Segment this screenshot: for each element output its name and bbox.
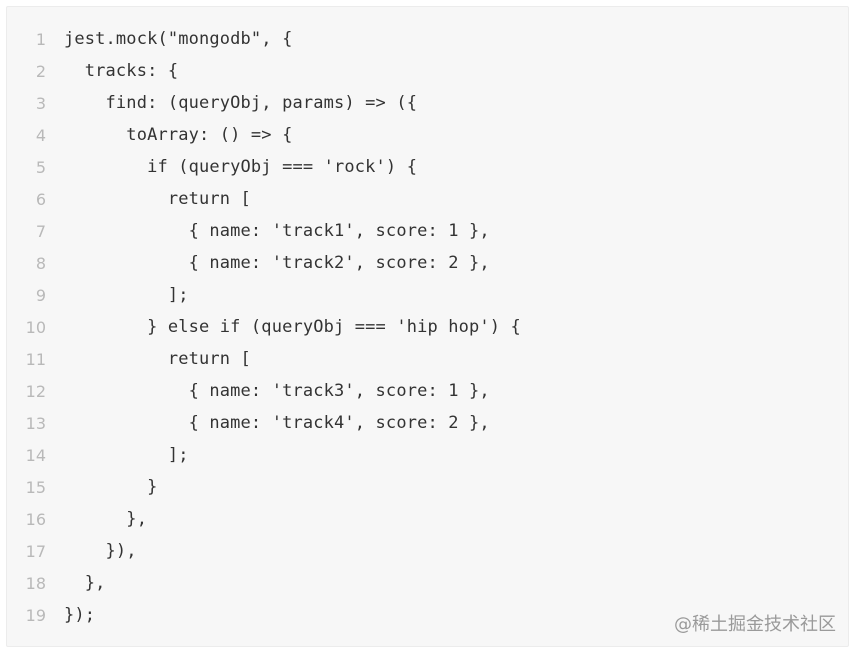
line-number: 13	[25, 413, 46, 433]
code-text: });	[64, 605, 96, 625]
code-line: 2 tracks: {	[7, 55, 848, 87]
code-text: } else if (queryObj === 'hip hop') {	[64, 317, 521, 337]
code-line: 9 ];	[7, 279, 848, 311]
line-number: 14	[25, 445, 46, 465]
code-line: 14 ];	[7, 439, 848, 471]
code-text: ];	[64, 285, 189, 305]
code-text: if (queryObj === 'rock') {	[64, 157, 418, 177]
line-number: 9	[35, 285, 46, 305]
line-number: 16	[25, 509, 46, 529]
line-number: 10	[25, 317, 46, 337]
code-text: tracks: {	[64, 61, 179, 81]
line-number: 12	[25, 381, 46, 401]
code-text: ];	[64, 445, 189, 465]
line-number: 2	[35, 61, 46, 81]
code-text: find: (queryObj, params) => ({	[64, 93, 418, 113]
code-text: return [	[64, 349, 251, 369]
code-line: 15 }	[7, 471, 848, 503]
code-lines: 1 jest.mock("mongodb", { 2 tracks: { 3 fi…	[7, 23, 848, 631]
code-line: 4 toArray: () => {	[7, 119, 848, 151]
code-line: 13 { name: 'track4', score: 2 },	[7, 407, 848, 439]
code-text: { name: 'track4', score: 2 },	[64, 413, 490, 433]
code-line: 19});	[7, 599, 848, 631]
code-text: }	[64, 477, 158, 497]
code-text: },	[64, 509, 148, 529]
code-line: 1 jest.mock("mongodb", {	[7, 23, 848, 55]
code-line: 8 { name: 'track2', score: 2 },	[7, 247, 848, 279]
code-line: 16 },	[7, 503, 848, 535]
code-line: 18 },	[7, 567, 848, 599]
code-line: 6 return [	[7, 183, 848, 215]
code-text: },	[64, 573, 106, 593]
code-text: jest.mock("mongodb", {	[64, 29, 293, 49]
code-text: { name: 'track2', score: 2 },	[64, 253, 490, 273]
line-number: 5	[35, 157, 46, 177]
code-text: }),	[64, 541, 137, 561]
code-line: 11 return [	[7, 343, 848, 375]
line-number: 18	[25, 573, 46, 593]
code-text: return [	[64, 189, 251, 209]
line-number: 15	[25, 477, 46, 497]
code-line: 10 } else if (queryObj === 'hip hop') {	[7, 311, 848, 343]
line-number: 17	[25, 541, 46, 561]
code-line: 17 }),	[7, 535, 848, 567]
line-number: 11	[25, 349, 46, 369]
code-block: 1 jest.mock("mongodb", { 2 tracks: { 3 fi…	[6, 6, 849, 647]
line-number: 4	[35, 125, 46, 145]
code-text: { name: 'track1', score: 1 },	[64, 221, 490, 241]
line-number: 7	[35, 221, 46, 241]
line-number: 8	[35, 253, 46, 273]
code-line: 7 { name: 'track1', score: 1 },	[7, 215, 848, 247]
watermark: @稀土掘金技术社区	[674, 614, 836, 635]
line-number: 3	[35, 93, 46, 113]
line-number: 6	[35, 189, 46, 209]
code-line: 5 if (queryObj === 'rock') {	[7, 151, 848, 183]
code-line: 12 { name: 'track3', score: 1 },	[7, 375, 848, 407]
code-text: toArray: () => {	[64, 125, 293, 145]
line-number: 1	[35, 29, 46, 49]
code-text: { name: 'track3', score: 1 },	[64, 381, 490, 401]
code-line: 3 find: (queryObj, params) => ({	[7, 87, 848, 119]
line-number: 19	[25, 605, 46, 625]
